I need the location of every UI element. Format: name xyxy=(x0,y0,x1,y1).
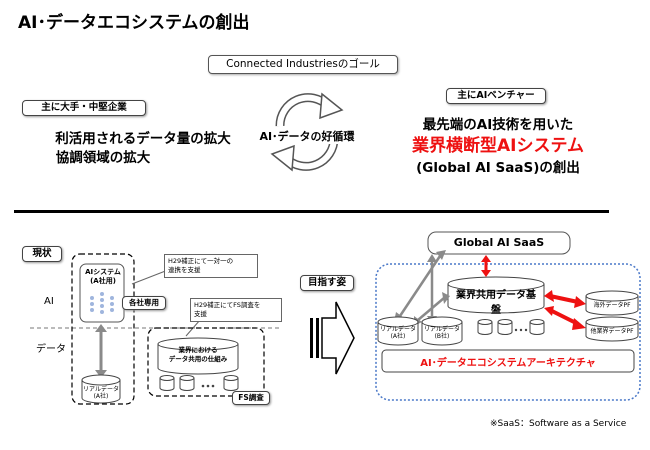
sharing-cylinder xyxy=(157,337,239,375)
footnote: ※SaaS：Software as a Service xyxy=(490,419,627,429)
right-line1: 最先端のAI技術を用いた xyxy=(422,117,574,133)
left-line1: 利活用されるデータ量の拡大 xyxy=(55,131,231,147)
transition-arrow-icon xyxy=(310,301,355,375)
right-line2: 業界横断型AIシステム xyxy=(412,136,584,156)
global-saas-label: Global AI SaaS xyxy=(453,236,545,249)
real-data-b-cylinder-target xyxy=(421,316,463,346)
goal-box: Connected Industriesのゴール xyxy=(208,55,398,74)
cycle-arrows-icon xyxy=(270,92,344,172)
real-data-a-cylinder xyxy=(81,374,121,404)
target-diagram xyxy=(375,231,641,401)
overseas-pf-cylinder xyxy=(585,290,639,316)
architecture-bar xyxy=(381,349,635,373)
platform-cylinder xyxy=(447,276,545,314)
small-cylinders xyxy=(159,375,239,391)
architecture-label: AI･データエコシステムアーキテクチャ xyxy=(420,358,596,369)
overseas-pf-label: 海外データPF xyxy=(593,302,631,309)
real-data-a-label: リアルデータ (A社) xyxy=(83,386,119,400)
note-fs-survey: H29補正にてFS調査を 支援 xyxy=(190,298,282,322)
real-data-b-target-label: リアルデータ (B社) xyxy=(424,326,460,340)
cycle-label: AI･データの好循環 xyxy=(244,128,370,144)
ai-system-label: AIシステム (A社用) xyxy=(85,268,121,285)
other-industry-pf-cylinder xyxy=(585,316,639,342)
real-data-a-cylinder-target xyxy=(377,316,419,346)
current-tag: 現状 xyxy=(22,246,62,262)
platform-label: 業界共用データ基盤 xyxy=(456,290,536,316)
fs-tag: FS調査 xyxy=(232,391,270,405)
neural-net-icon xyxy=(90,292,114,314)
large-company-tag: 主に大手・中堅企業 xyxy=(22,100,146,116)
dedicated-tag: 各社専用 xyxy=(122,296,166,310)
target-tag: 目指す姿 xyxy=(300,275,354,291)
page-title: AI･データエコシステムの創出 xyxy=(18,13,250,33)
left-line2: 協調領域の拡大 xyxy=(55,150,151,166)
sharing-label: 業界における データ共用の仕組み xyxy=(168,346,228,363)
current-diagram xyxy=(30,253,280,405)
global-saas-box xyxy=(427,231,571,255)
section-divider xyxy=(14,210,609,213)
real-data-a-target-label: リアルデータ (A社) xyxy=(380,326,416,340)
right-line3: (Global AI SaaS)の創出 xyxy=(416,160,580,176)
architecture-frame xyxy=(375,263,641,401)
other-industry-pf-label: 他業界データPF xyxy=(590,328,634,335)
ai-venture-tag: 主にAIベンチャー xyxy=(446,88,546,104)
sharing-dashed-box xyxy=(147,327,265,397)
company-a-dashed-box xyxy=(71,253,135,405)
small-cylinders-target xyxy=(477,319,545,335)
data-layer-label: データ xyxy=(36,344,66,355)
ai-layer-label: AI xyxy=(44,296,54,307)
note-one-to-one: H29補正にて一対一の 連携を支援 xyxy=(164,254,258,278)
